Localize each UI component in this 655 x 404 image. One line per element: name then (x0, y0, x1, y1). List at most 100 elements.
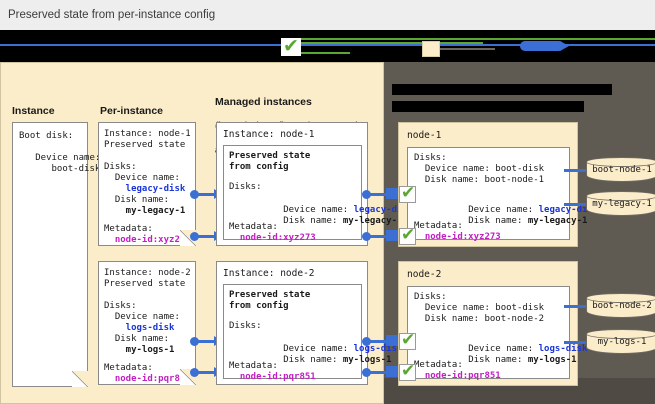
instance-template-boot-disk-label: Boot disk: (19, 131, 74, 141)
legend-blue-rule (0, 44, 655, 46)
cylinder-body (586, 162, 655, 182)
blue-arrow-icon (520, 41, 564, 51)
mi2-disk-name-value: my-logs-1 (342, 354, 392, 365)
green-check-icon: ✔ (401, 225, 416, 245)
ai2-details-box: Disks: Device name: boot-disk Disk name:… (407, 286, 587, 381)
ai1-pres-device-label: Device name: (457, 204, 539, 215)
mi2-device-name-value: logs-disk (353, 343, 403, 354)
cylinder-top (586, 293, 655, 303)
check-background (399, 228, 416, 245)
connector-endpoint (386, 366, 400, 377)
pic2-header2: Preserved state (104, 279, 186, 289)
connector-line (196, 371, 216, 374)
blue-arrowhead-icon (560, 41, 569, 51)
legend-check-background (281, 38, 301, 56)
instance-template-device-name-label: Device name: (19, 153, 101, 163)
pic2-metadata-value: node-id:pqr851 (104, 374, 191, 384)
page-fold-corner-icon (72, 371, 88, 387)
pic1-header2: Preserved state (104, 140, 186, 150)
ai1-pres-disk-value: my-legacy-1 (527, 215, 588, 226)
check-background (399, 333, 416, 350)
mi1-disk-name-label: Disk name: (272, 215, 343, 226)
pic2-disk-name-label: Disk name: (104, 334, 170, 344)
pic1-metadata-label: Metadata: (104, 224, 153, 234)
mi2-preserved-2: from config (229, 301, 289, 311)
mi2-metadata-value: node-id:pqr851 (229, 372, 316, 382)
per-instance-config-card-node-2: Instance: node-2 Preserved state Disks: … (98, 261, 196, 385)
mi2-preserved-box: Preserved state from config Disks: Devic… (223, 284, 402, 382)
column-heading-actual-instances (392, 84, 612, 116)
disk-cylinder-boot-node-1: boot-node-1 (586, 157, 655, 183)
ai2-metadata-label: Metadata: (414, 360, 463, 370)
managed-instance-card-node-1: Instance: node-1 Preserved state from co… (216, 122, 413, 246)
mi1-disk-name-value: my-legacy-1 (342, 215, 403, 226)
page-title: Preserved state from per-instance config (0, 0, 655, 30)
connector-line (368, 340, 388, 343)
connector-line (196, 235, 216, 238)
disk-cylinder-my-logs-1: my-logs-1 (586, 329, 655, 355)
connector-line (196, 193, 216, 196)
connector-endpoint (386, 188, 400, 199)
ai2-boot-device-label: Device name: boot-disk (414, 303, 545, 313)
mi2-preserved-1: Preserved state (229, 290, 311, 300)
ai1-boot-device-label: Device name: boot-disk (414, 164, 545, 174)
cylinder-body (586, 334, 655, 354)
connector-endpoint (386, 230, 400, 241)
connector-dot (190, 368, 199, 377)
mi1-header: Instance: node-1 (223, 129, 315, 140)
pic2-disk-name-value: my-logs-1 (104, 345, 175, 355)
cylinder-top (586, 329, 655, 339)
ai2-pres-device-value: logs-disk (538, 343, 588, 354)
disk-cylinder-my-legacy-1: my-legacy-1 (586, 191, 655, 217)
ai2-pres-disk-label: Disk name: (457, 354, 528, 365)
legend-green-rule-2 (293, 42, 483, 44)
mi1-disks-label: Disks: (229, 182, 262, 192)
connector-dot (362, 368, 371, 377)
ai2-pres-disk-value: my-logs-1 (527, 354, 577, 365)
pic1-disk-name-label: Disk name: (104, 195, 170, 205)
mi1-device-name-value: legacy-disk (353, 204, 414, 215)
pic1-disk-name-value: my-legacy-1 (104, 206, 186, 216)
connector-line (368, 193, 388, 196)
ai2-title: node-2 (407, 269, 442, 280)
pic2-device-name-value: logs-disk (104, 323, 175, 333)
connector-dot (190, 337, 199, 346)
ai2-boot-disk-label: Disk name: boot-node-2 (414, 314, 545, 324)
mi1-metadata-label: Metadata: (229, 222, 278, 232)
connector-line (368, 371, 388, 374)
per-instance-config-card-node-1: Instance: node-1 Preserved state Disks: … (98, 122, 196, 246)
legend-bar: ✔ (0, 30, 655, 62)
connector-endpoint (386, 335, 400, 346)
ai2-pres-device-label: Device name: (457, 343, 539, 354)
mi2-header: Instance: node-2 (223, 268, 315, 279)
ai1-boot-disk-label: Disk name: boot-node-1 (414, 175, 545, 185)
ai1-metadata-value: node-id:xyz273 (414, 232, 501, 242)
green-check-icon: ✔ (401, 330, 416, 350)
ai1-title: node-1 (407, 130, 442, 141)
green-check-icon: ✔ (401, 183, 416, 203)
connector-line (368, 235, 388, 238)
pic2-metadata-label: Metadata: (104, 363, 153, 373)
ai2-disks-label: Disks: (414, 292, 447, 302)
pic2-disks-label: Disks: (104, 301, 137, 311)
mi1-preserved-1: Preserved state (229, 151, 311, 161)
pic2-header1: Instance: node-2 (104, 268, 191, 278)
disk-connector-line (564, 169, 586, 172)
cylinder-top (586, 157, 655, 167)
pic1-metadata-value: node-id:xyz273 (104, 235, 191, 245)
green-check-icon: ✔ (401, 361, 416, 381)
pic1-device-name-label: Device name: (104, 173, 180, 183)
pic2-device-name-label: Device name: (104, 312, 180, 322)
instance-template-card: Boot disk: Device name: boot-disk (12, 122, 100, 387)
legend-green-rule-3 (290, 52, 350, 54)
disk-cylinder-boot-node-2: boot-node-2 (586, 293, 655, 319)
mi1-metadata-value: node-id:xyz273 (229, 233, 316, 243)
disk-label: my-legacy-1 (592, 199, 652, 209)
ai2-metadata-value: node-id:pqr851 (414, 371, 501, 381)
mi2-disk-name-label: Disk name: (272, 354, 343, 365)
cylinder-body (586, 196, 655, 216)
legend-green-rule-1 (300, 38, 655, 40)
mi2-disks-label: Disks: (229, 321, 262, 331)
pic1-disks-label: Disks: (104, 162, 137, 172)
connector-line (196, 340, 216, 343)
